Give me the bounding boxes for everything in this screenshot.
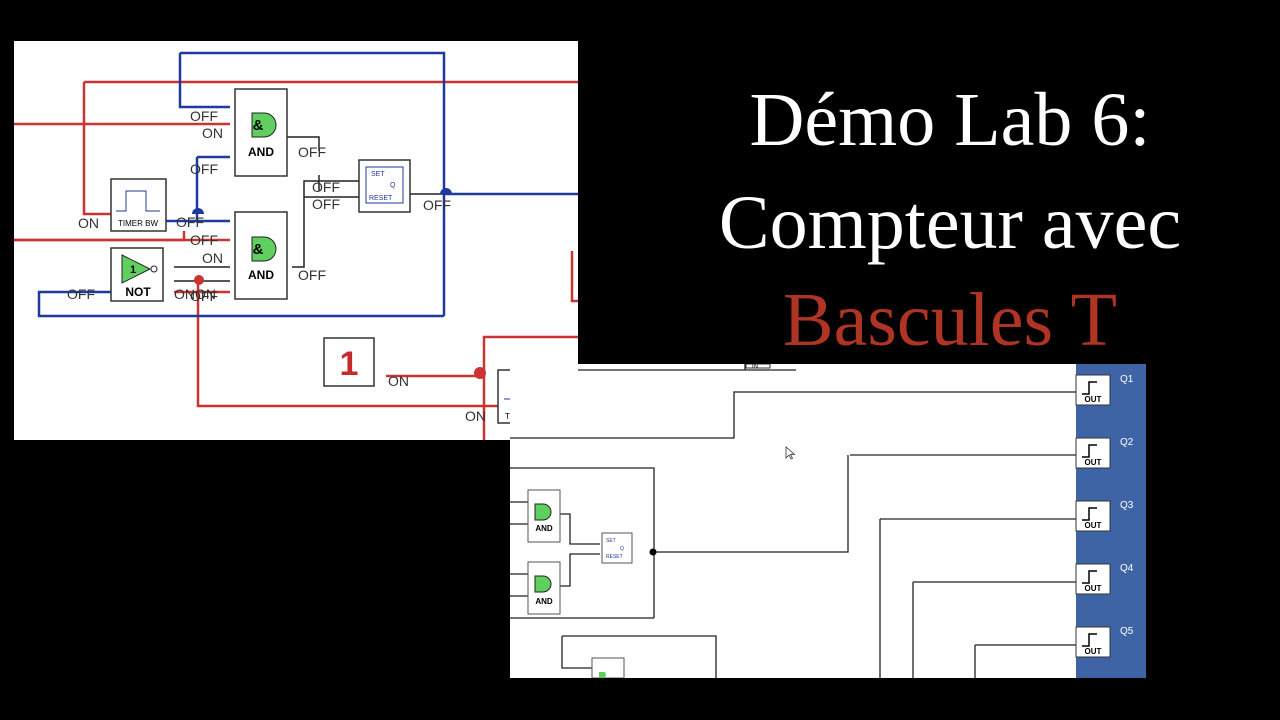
partial-in-label: IN [752,364,758,370]
and-gate-2[interactable]: & AND [234,211,288,300]
not-symbol: 1 [130,264,136,276]
output-q2[interactable]: OUT Q2 [1075,437,1134,469]
output-name: Q5 [1120,626,1134,637]
title-line-1: Démo Lab 6: [749,78,1151,162]
constant-one-block[interactable]: 1 [323,337,375,387]
logic-diagram-overview: IN AND AND SET Q RESET OUT Q1 OUT Q2 [510,364,1146,678]
overview-canvas: IN AND AND SET Q RESET OUT Q1 OUT Q2 [510,364,1146,678]
set-reset-block[interactable]: SET Q RESET [601,532,633,564]
logic-diagram-canvas: & AND & AND SET Q RESET TIMER BW 1 NOT 1… [14,51,578,440]
state-label: OFF [190,161,218,177]
sr-reset-label: RESET [606,554,623,560]
output-name: Q2 [1120,437,1134,448]
state-label: OFF [176,214,204,230]
out-label: OUT [1085,647,1102,656]
not-label: NOT [125,285,151,299]
and-gate-a[interactable]: AND [527,489,561,543]
state-label: ON [202,125,223,141]
output-name: Q1 [1120,374,1134,385]
title-line-3: Bascules T [782,278,1118,362]
sr-set-label: SET [371,171,385,178]
title-line-2: Compteur avec [718,181,1182,265]
state-label: OFF [312,196,340,212]
set-reset-block[interactable]: SET Q RESET [358,159,411,213]
state-label: OFF [312,179,340,195]
and-label: AND [248,145,274,159]
out-label: OUT [1085,521,1102,530]
timer-block-1[interactable]: TIMER BW [110,178,167,232]
state-label: OFF [190,232,218,248]
output-name: Q4 [1120,563,1134,574]
and-label: AND [535,524,553,533]
state-label: ON [202,250,223,266]
sr-reset-label: RESET [369,195,393,202]
state-label: OFF [423,197,451,213]
sr-set-label: SET [606,538,616,544]
output-q5[interactable]: OUT Q5 [1075,626,1134,658]
svg-text:&: & [253,241,264,258]
state-label: ON [465,408,486,424]
output-name: Q3 [1120,500,1134,511]
state-label: OFF [298,144,326,160]
output-q1[interactable]: OUT Q1 [1075,374,1134,406]
state-label: OFF [298,267,326,283]
and-gate-1[interactable]: & AND [234,88,288,177]
and-gate-b[interactable]: AND [527,561,561,615]
sr-q-label: Q [620,546,624,552]
state-label: OFF [190,108,218,124]
logic-diagram-zoomed: & AND & AND SET Q RESET TIMER BW 1 NOT 1… [14,41,578,440]
state-label: OFF [190,288,218,304]
and-label: AND [248,268,274,282]
svg-text:&: & [253,117,264,134]
timer-label: TIMER BW [118,219,158,228]
state-label: ON [78,215,99,231]
output-q3[interactable]: OUT Q3 [1075,500,1134,532]
sr-q-label: Q [390,182,396,189]
and-gate-c[interactable] [591,657,625,678]
constant-value: 1 [340,345,359,383]
output-q4[interactable]: OUT Q4 [1075,563,1134,595]
state-label: OFF [67,286,95,302]
not-gate[interactable]: 1 NOT [110,247,164,302]
mouse-cursor-icon [785,446,796,460]
out-label: OUT [1085,458,1102,467]
and-label: AND [535,597,553,606]
state-label: ONON [174,286,216,302]
state-label: ON [388,373,409,389]
out-label: OUT [1085,584,1102,593]
out-label: OUT [1085,395,1102,404]
